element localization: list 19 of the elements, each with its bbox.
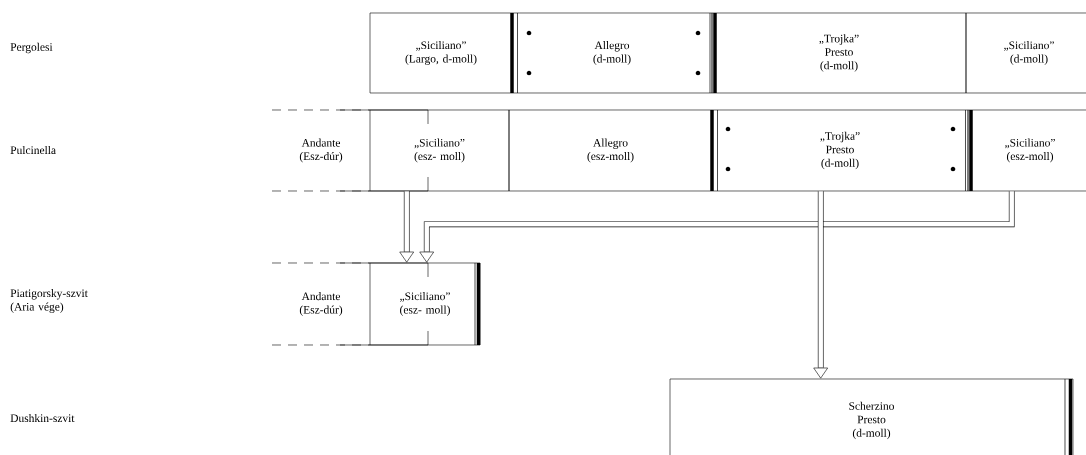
section-box: Andante (Esz-dúr) — [271, 262, 371, 346]
section-box: „Trojka” Presto (d-moll) — [711, 12, 967, 94]
section-box: „Siciliano” (esz- moll) — [369, 262, 481, 346]
hollow-arrow — [419, 191, 1015, 263]
hollow-arrow — [399, 191, 414, 263]
section-box: „Siciliano” (esz-moll) — [967, 109, 1086, 192]
section-box: Andante (Esz-dúr) — [271, 109, 371, 192]
section-box: „Siciliano” (Largo, d-moll) — [369, 12, 513, 94]
row-label: Dushkin-szvit — [10, 413, 75, 422]
section-box: Scherzino Presto (d-moll) — [669, 378, 1074, 455]
section-box: „Siciliano” (esz- moll) — [369, 109, 510, 192]
row-label: Pulcinella — [10, 145, 56, 154]
section-box: Allegro (d-moll) — [511, 12, 713, 94]
section-box: „Siciliano” (d-moll) — [965, 12, 1086, 94]
row-label: Piatigorsky-szvit (Aria vége) — [10, 289, 88, 313]
row-label: Pergolesi — [10, 42, 53, 54]
section-box: Allegro (esz-moll) — [508, 109, 713, 192]
hollow-arrow — [813, 191, 828, 379]
section-box: „Trojka” Presto (d-moll) — [711, 109, 969, 192]
